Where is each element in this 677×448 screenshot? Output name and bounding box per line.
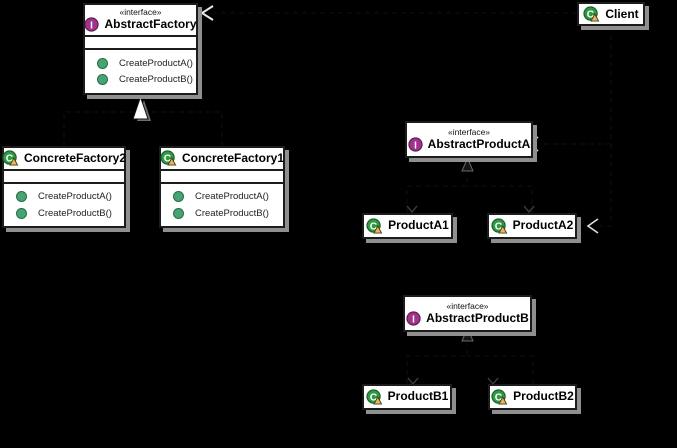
realization-line-producta2 bbox=[467, 185, 533, 213]
realization-triangle-abstractfactory bbox=[132, 95, 151, 121]
methods-compartment: CreateProductA() CreateProductB() bbox=[161, 184, 283, 226]
svg-text:C: C bbox=[495, 392, 503, 403]
class-box-abstractproductb[interactable]: «interface» I AbstractProductB bbox=[403, 295, 532, 332]
svg-text:I: I bbox=[91, 20, 94, 31]
compartment-separator bbox=[4, 169, 124, 171]
method-label: CreateProductB() bbox=[195, 207, 269, 219]
compartment-separator bbox=[85, 48, 196, 50]
attributes-compartment bbox=[4, 171, 124, 182]
realization-triangle-abstractproducta bbox=[461, 156, 474, 172]
method-item[interactable]: CreateProductB() bbox=[173, 207, 279, 219]
class-header: C ProductB2 bbox=[490, 386, 575, 408]
class-box-abstractproducta[interactable]: «interface» I AbstractProductA bbox=[405, 121, 533, 158]
class-box-producta2[interactable]: C ProductA2 bbox=[487, 213, 577, 239]
compartment-separator bbox=[85, 35, 196, 37]
compartment-separator bbox=[4, 182, 124, 184]
public-method-icon bbox=[97, 57, 108, 69]
class-name: AbstractFactory bbox=[104, 17, 197, 31]
arrow-stub-producta2 bbox=[523, 205, 535, 214]
class-header: C ProductA2 bbox=[489, 215, 575, 237]
class-name: ProductB2 bbox=[513, 389, 574, 403]
class-name: AbstractProductB bbox=[426, 310, 529, 325]
stereotype-label: «interface» bbox=[119, 7, 162, 17]
public-method-icon bbox=[173, 207, 184, 219]
method-label: CreateProductB() bbox=[119, 74, 193, 86]
method-item[interactable]: CreateProductB() bbox=[16, 207, 120, 219]
method-item[interactable]: CreateProductA() bbox=[97, 57, 193, 69]
class-icon: C bbox=[366, 388, 383, 405]
class-header: «interface» I AbstractFactory bbox=[84, 5, 197, 35]
realization-line-producta1 bbox=[406, 173, 468, 213]
class-name: AbstractProductA bbox=[427, 136, 531, 151]
attributes-compartment bbox=[161, 171, 283, 182]
class-box-client[interactable]: C Client bbox=[577, 2, 645, 26]
class-box-concretefactory1[interactable]: C ConcreteFactory1 CreateProductA() Crea… bbox=[159, 146, 285, 228]
dependency-arrowhead-producta2 bbox=[586, 218, 599, 234]
method-label: CreateProductB() bbox=[38, 207, 112, 219]
interface-icon: I bbox=[408, 136, 423, 152]
interface-icon: I bbox=[84, 17, 100, 32]
public-method-icon bbox=[16, 191, 27, 203]
compartment-separator bbox=[161, 169, 283, 171]
class-header: C ConcreteFactory2 bbox=[2, 148, 127, 169]
realization-line-concretefactory1 bbox=[140, 111, 223, 146]
method-item[interactable]: CreateProductA() bbox=[16, 191, 120, 203]
methods-compartment: CreateProductA() CreateProductB() bbox=[85, 50, 196, 93]
class-box-abstractfactory[interactable]: «interface» I AbstractFactory CreateProd… bbox=[83, 3, 198, 95]
public-method-icon bbox=[97, 74, 108, 86]
class-icon: C bbox=[491, 217, 508, 234]
interface-icon: I bbox=[406, 310, 421, 326]
class-icon: C bbox=[583, 6, 600, 22]
class-icon: C bbox=[491, 388, 508, 405]
class-header: C ConcreteFactory1 bbox=[160, 148, 285, 169]
realization-line-productb2 bbox=[467, 355, 534, 384]
method-item[interactable]: CreateProductB() bbox=[97, 74, 193, 86]
class-name: ConcreteFactory2 bbox=[23, 150, 127, 165]
stereotype-label: «interface» bbox=[446, 300, 489, 311]
class-icon: C bbox=[2, 150, 19, 166]
stereotype-label: «interface» bbox=[447, 126, 491, 137]
class-header: «interface» I AbstractProductB bbox=[405, 297, 530, 330]
class-box-productb2[interactable]: C ProductB2 bbox=[488, 384, 577, 410]
svg-text:I: I bbox=[412, 314, 415, 325]
class-header: C ProductB1 bbox=[364, 386, 450, 408]
method-item[interactable]: CreateProductA() bbox=[173, 191, 279, 203]
svg-text:C: C bbox=[369, 392, 377, 403]
class-box-producta1[interactable]: C ProductA1 bbox=[362, 213, 453, 239]
class-box-productb1[interactable]: C ProductB1 bbox=[362, 384, 452, 410]
class-name: ProductA1 bbox=[388, 218, 449, 232]
dependency-arrowhead-abstractfactory bbox=[200, 5, 214, 21]
svg-text:C: C bbox=[370, 221, 378, 232]
realization-line-productb1 bbox=[406, 343, 468, 384]
arrow-stub-producta1 bbox=[406, 205, 418, 214]
class-name: ConcreteFactory1 bbox=[181, 150, 285, 165]
method-label: CreateProductA() bbox=[38, 191, 112, 203]
svg-text:C: C bbox=[494, 221, 502, 232]
class-header: C ProductA1 bbox=[364, 215, 451, 237]
dependency-line-client-abstractproducta bbox=[540, 26, 612, 145]
class-header: C Client bbox=[579, 4, 643, 25]
public-method-icon bbox=[173, 191, 184, 203]
class-box-concretefactory2[interactable]: C ConcreteFactory2 CreateProductA() Crea… bbox=[2, 146, 126, 228]
class-icon: C bbox=[366, 217, 383, 234]
dependency-line-producta2 bbox=[600, 144, 612, 227]
method-label: CreateProductA() bbox=[119, 57, 193, 69]
class-header: «interface» I AbstractProductA bbox=[407, 123, 531, 156]
method-label: CreateProductA() bbox=[195, 191, 269, 203]
realization-line-concretefactory2 bbox=[63, 111, 141, 146]
class-name: ProductB1 bbox=[387, 389, 449, 403]
svg-text:C: C bbox=[164, 153, 172, 164]
compartment-separator bbox=[161, 182, 283, 184]
svg-text:I: I bbox=[414, 140, 417, 151]
class-icon: C bbox=[160, 150, 177, 166]
public-method-icon bbox=[16, 207, 27, 219]
class-name: Client bbox=[605, 6, 639, 21]
svg-text:C: C bbox=[6, 153, 14, 164]
class-name: ProductA2 bbox=[512, 218, 574, 232]
attributes-compartment bbox=[85, 37, 196, 48]
svg-text:C: C bbox=[587, 9, 595, 20]
methods-compartment: CreateProductA() CreateProductB() bbox=[4, 184, 124, 226]
